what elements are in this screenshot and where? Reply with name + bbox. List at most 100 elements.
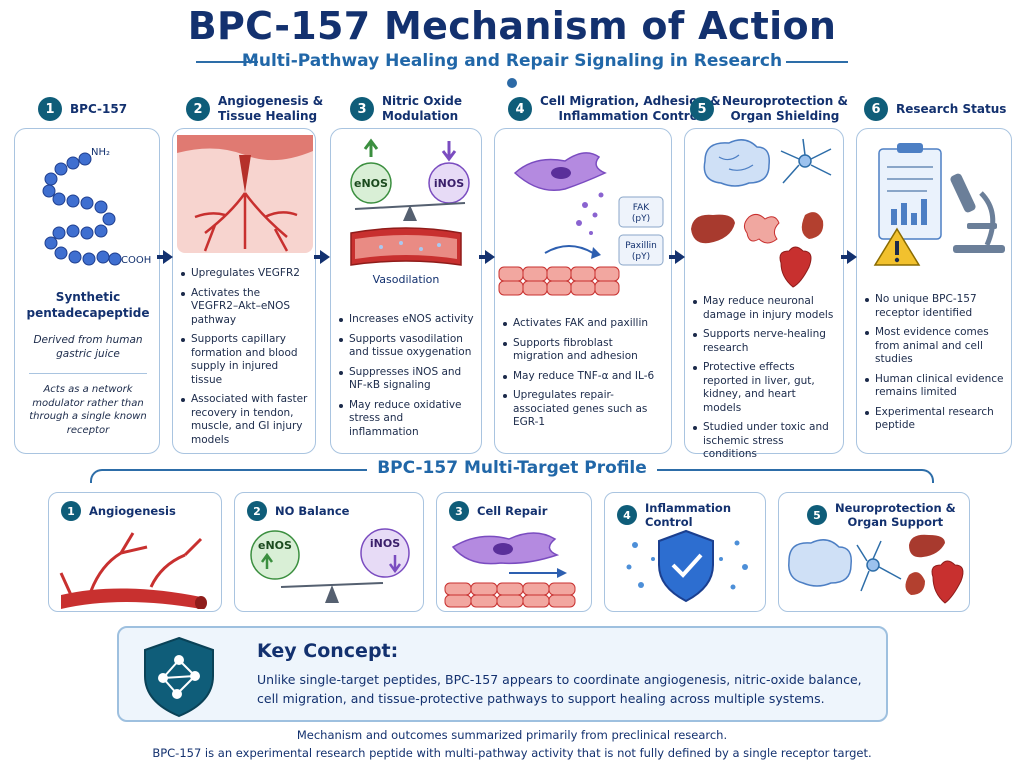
- vasodilation-label: Vasodilation: [373, 273, 440, 286]
- svg-text:(pY): (pY): [632, 252, 650, 262]
- step-number: 6: [864, 97, 888, 121]
- peptide-chain-icon: NH₂ COOH: [42, 147, 151, 266]
- step-5-header: 5 Neuroprotection &Organ Shielding: [690, 92, 848, 126]
- neuron-icon: [856, 540, 902, 592]
- list-item: Activates FAK and paxillin: [503, 317, 665, 331]
- list-item: Human clinical evidence remains limited: [865, 373, 1005, 400]
- step-label: BPC-157: [70, 101, 128, 116]
- shield-check-icon: [626, 529, 748, 603]
- list-item: Supports capillary formation and blood s…: [181, 333, 309, 387]
- key-concept-title: Key Concept:: [257, 640, 399, 662]
- step-2-header: 2 Angiogenesis &Tissue Healing: [186, 92, 323, 126]
- flow-arrow-icon: [314, 250, 330, 264]
- list-item: Most evidence comes from animal and cell…: [865, 326, 1005, 367]
- subtitle-dot: [507, 78, 517, 88]
- subtitle-line-right: [786, 61, 848, 63]
- list-item: Studied under toxic and ischemic stress …: [693, 421, 837, 462]
- svg-text:(pY): (pY): [632, 214, 650, 224]
- step-6-header: 6 Research Status: [864, 92, 1006, 126]
- footer-line-1: Mechanism and outcomes summarized primar…: [296, 728, 728, 742]
- microscope-icon: [950, 173, 1005, 253]
- neuroprotection-bullets: May reduce neuronal damage in injury mod…: [693, 295, 837, 468]
- list-item: Supports nerve-healing research: [693, 328, 837, 355]
- list-item: Increases eNOS activity: [339, 313, 475, 327]
- clipboard-icon: [878, 148, 942, 240]
- flow-arrow-icon: [157, 250, 173, 264]
- step-label: Cell Migration, Adhesion &Inflammation C…: [540, 94, 721, 123]
- panel-cell-migration: FAK (pY) Paxillin (pY) Activates FAK and…: [494, 128, 672, 454]
- enos-label: eNOS: [354, 177, 388, 190]
- list-item: Upregulates repair-associated genes such…: [503, 389, 665, 430]
- fak-badge: [618, 196, 664, 228]
- brain-icon: [703, 139, 770, 187]
- panel-nitric-oxide: eNOS iNOS Vasodilation Increases eNOS ac…: [330, 128, 482, 454]
- flow-arrow-icon: [479, 250, 495, 264]
- flow-arrow-icon: [669, 250, 685, 264]
- angiogenesis-bullets: Upregulates VEGFR2 Activates the VEGFR2–…: [181, 267, 309, 453]
- kidney-icon: [905, 572, 925, 595]
- panel-neuroprotection: May reduce neuronal damage in injury mod…: [684, 128, 844, 460]
- kidney-icon: [801, 212, 824, 239]
- nitric-oxide-bullets: Increases eNOS activity Supports vasodil…: [339, 313, 475, 445]
- step-number: 2: [186, 97, 210, 121]
- cooh-label: COOH: [121, 255, 151, 266]
- enos-circle: [350, 162, 392, 204]
- page-subtitle: Multi-Pathway Healing and Repair Signali…: [241, 51, 783, 71]
- intestine-icon: [743, 213, 780, 244]
- network-shield-icon: [144, 636, 214, 718]
- neuron-icon: [780, 138, 832, 184]
- step-number: 5: [690, 97, 714, 121]
- step-label: Neuroprotection &Organ Shielding: [722, 94, 848, 123]
- organ-support-icon: [788, 534, 964, 604]
- svg-text:eNOS: eNOS: [258, 539, 292, 552]
- liver-icon: [691, 214, 735, 244]
- flow-arrow-icon: [841, 250, 857, 264]
- cell-migration-bullets: Activates FAK and paxillin Supports fibr…: [503, 317, 665, 436]
- list-item: May reduce neuronal damage in injury mod…: [693, 295, 837, 322]
- scale-pivot: [403, 205, 417, 221]
- step-4-header: 4 Cell Migration, Adhesion &Inflammation…: [508, 92, 721, 126]
- list-item: May reduce oxidative stress and inflamma…: [339, 399, 475, 440]
- panel-research-status: No unique BPC-157 receptor identified Mo…: [856, 128, 1012, 454]
- cell-migration-icon: FAK (pY) Paxillin (pY): [498, 152, 664, 296]
- heart-icon: [931, 560, 964, 604]
- profile-header: BPC-157 Multi-Target Profile: [90, 458, 934, 484]
- list-item: Supports fibroblast migration and adhesi…: [503, 337, 665, 364]
- list-item: Activates the VEGFR2–Akt–eNOS pathway: [181, 287, 309, 328]
- divider: [29, 373, 147, 374]
- step-number: 3: [350, 97, 374, 121]
- list-item: Experimental research peptide: [865, 406, 1005, 433]
- up-arrow-icon: [363, 138, 379, 157]
- research-status-bullets: No unique BPC-157 receptor identified Mo…: [865, 293, 1005, 439]
- paxillin-badge: [618, 234, 664, 266]
- list-item: No unique BPC-157 receptor identified: [865, 293, 1005, 320]
- step-1-header: 1 BPC-157: [38, 92, 127, 126]
- page-title: BPC-157 Mechanism of Action: [187, 4, 837, 48]
- vessel-branch-icon: [59, 532, 207, 609]
- subtitle-row: Multi-Pathway Healing and Repair Signali…: [0, 50, 1024, 74]
- research-icon: [873, 143, 1005, 266]
- brain-icon: [788, 539, 852, 587]
- panel-angiogenesis: Upregulates VEGFR2 Activates the VEGFR2–…: [172, 128, 316, 454]
- list-item: May reduce TNF-α and IL-6: [503, 370, 665, 384]
- nh2-label: NH₂: [91, 147, 110, 158]
- list-item: Upregulates VEGFR2: [181, 267, 309, 281]
- svg-text:FAK: FAK: [633, 203, 651, 213]
- list-item: Supports vasodilation and tissue oxygena…: [339, 333, 475, 360]
- inos-label: iNOS: [434, 177, 464, 190]
- heart-icon: [779, 246, 812, 288]
- migration-arrow-icon: [544, 245, 594, 254]
- tissue-vessels-icon: [177, 135, 313, 253]
- profile-title: BPC-157 Multi-Target Profile: [367, 458, 657, 478]
- step-label: Angiogenesis &Tissue Healing: [218, 94, 324, 123]
- footer-line-2: BPC-157 is an experimental research pept…: [152, 746, 872, 760]
- cell-repair-icon: [444, 532, 576, 608]
